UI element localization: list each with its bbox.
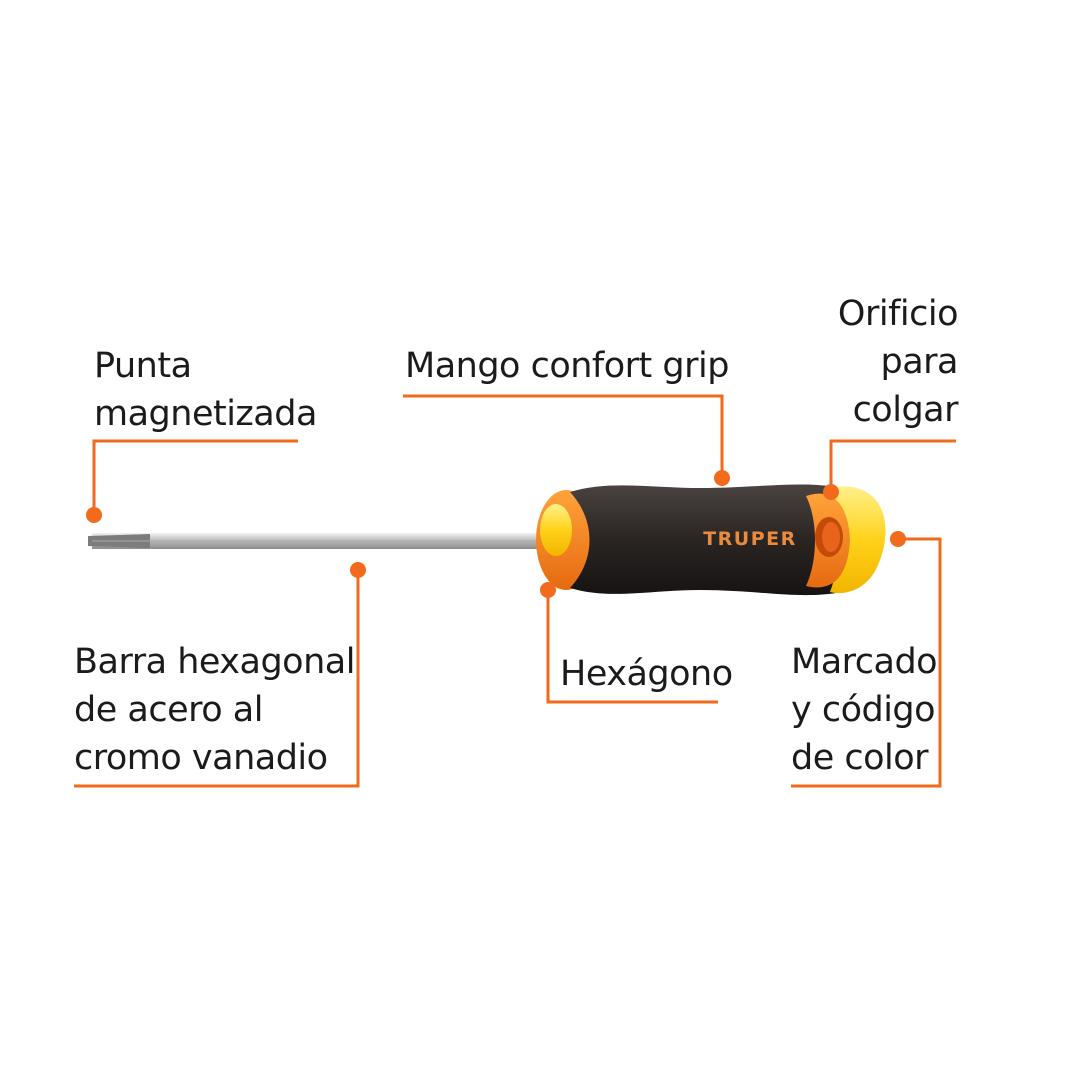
callout-line-marking [791, 537, 942, 788]
callout-dot-grip [714, 470, 730, 486]
callout-dot-bar [350, 562, 366, 578]
label-marking-line2: y código [791, 690, 936, 730]
callout-line-tip [92, 439, 298, 515]
callout-line-grip [403, 394, 724, 478]
handle: TRUPER [536, 484, 886, 596]
grip-body [570, 484, 850, 596]
brand-logo: TRUPER [703, 528, 797, 550]
callout-dot-tip [86, 507, 102, 523]
hexagon-face [540, 504, 572, 556]
label-marking-line3: de color [791, 738, 929, 778]
label-bar-line1: Barra hexagonal [74, 642, 355, 682]
label-hexagon: Hexágono [560, 650, 733, 698]
label-hole-line2: para [880, 342, 958, 382]
label-bar-line2: de acero al [74, 690, 263, 730]
shaft [88, 533, 552, 549]
label-hole: Orificio para colgar [837, 290, 959, 434]
callout-dot-hexagon [540, 582, 556, 598]
label-hexagon-line1: Hexágono [560, 654, 733, 694]
label-grip-line1: Mango confort grip [405, 346, 729, 386]
callout-line-bar [74, 570, 360, 788]
callout-line-hexagon [546, 590, 718, 704]
callout-line-hole [829, 439, 956, 492]
label-tip-line1: Punta [94, 346, 192, 386]
label-hole-line3: colgar [852, 390, 959, 430]
label-hole-line1: Orificio [837, 294, 959, 334]
label-tip-line2: magnetizada [94, 394, 317, 434]
callout-dot-marking [890, 531, 906, 547]
label-grip: Mango confort grip [405, 342, 729, 390]
callout-dot-hole [823, 484, 839, 500]
label-bar: Barra hexagonal de acero al cromo vanadi… [74, 638, 355, 782]
label-tip: Punta magnetizada [94, 342, 317, 438]
label-marking-line1: Marcado [791, 642, 938, 682]
label-bar-line3: cromo vanadio [74, 738, 328, 778]
label-marking: Marcado y código de color [791, 638, 938, 782]
